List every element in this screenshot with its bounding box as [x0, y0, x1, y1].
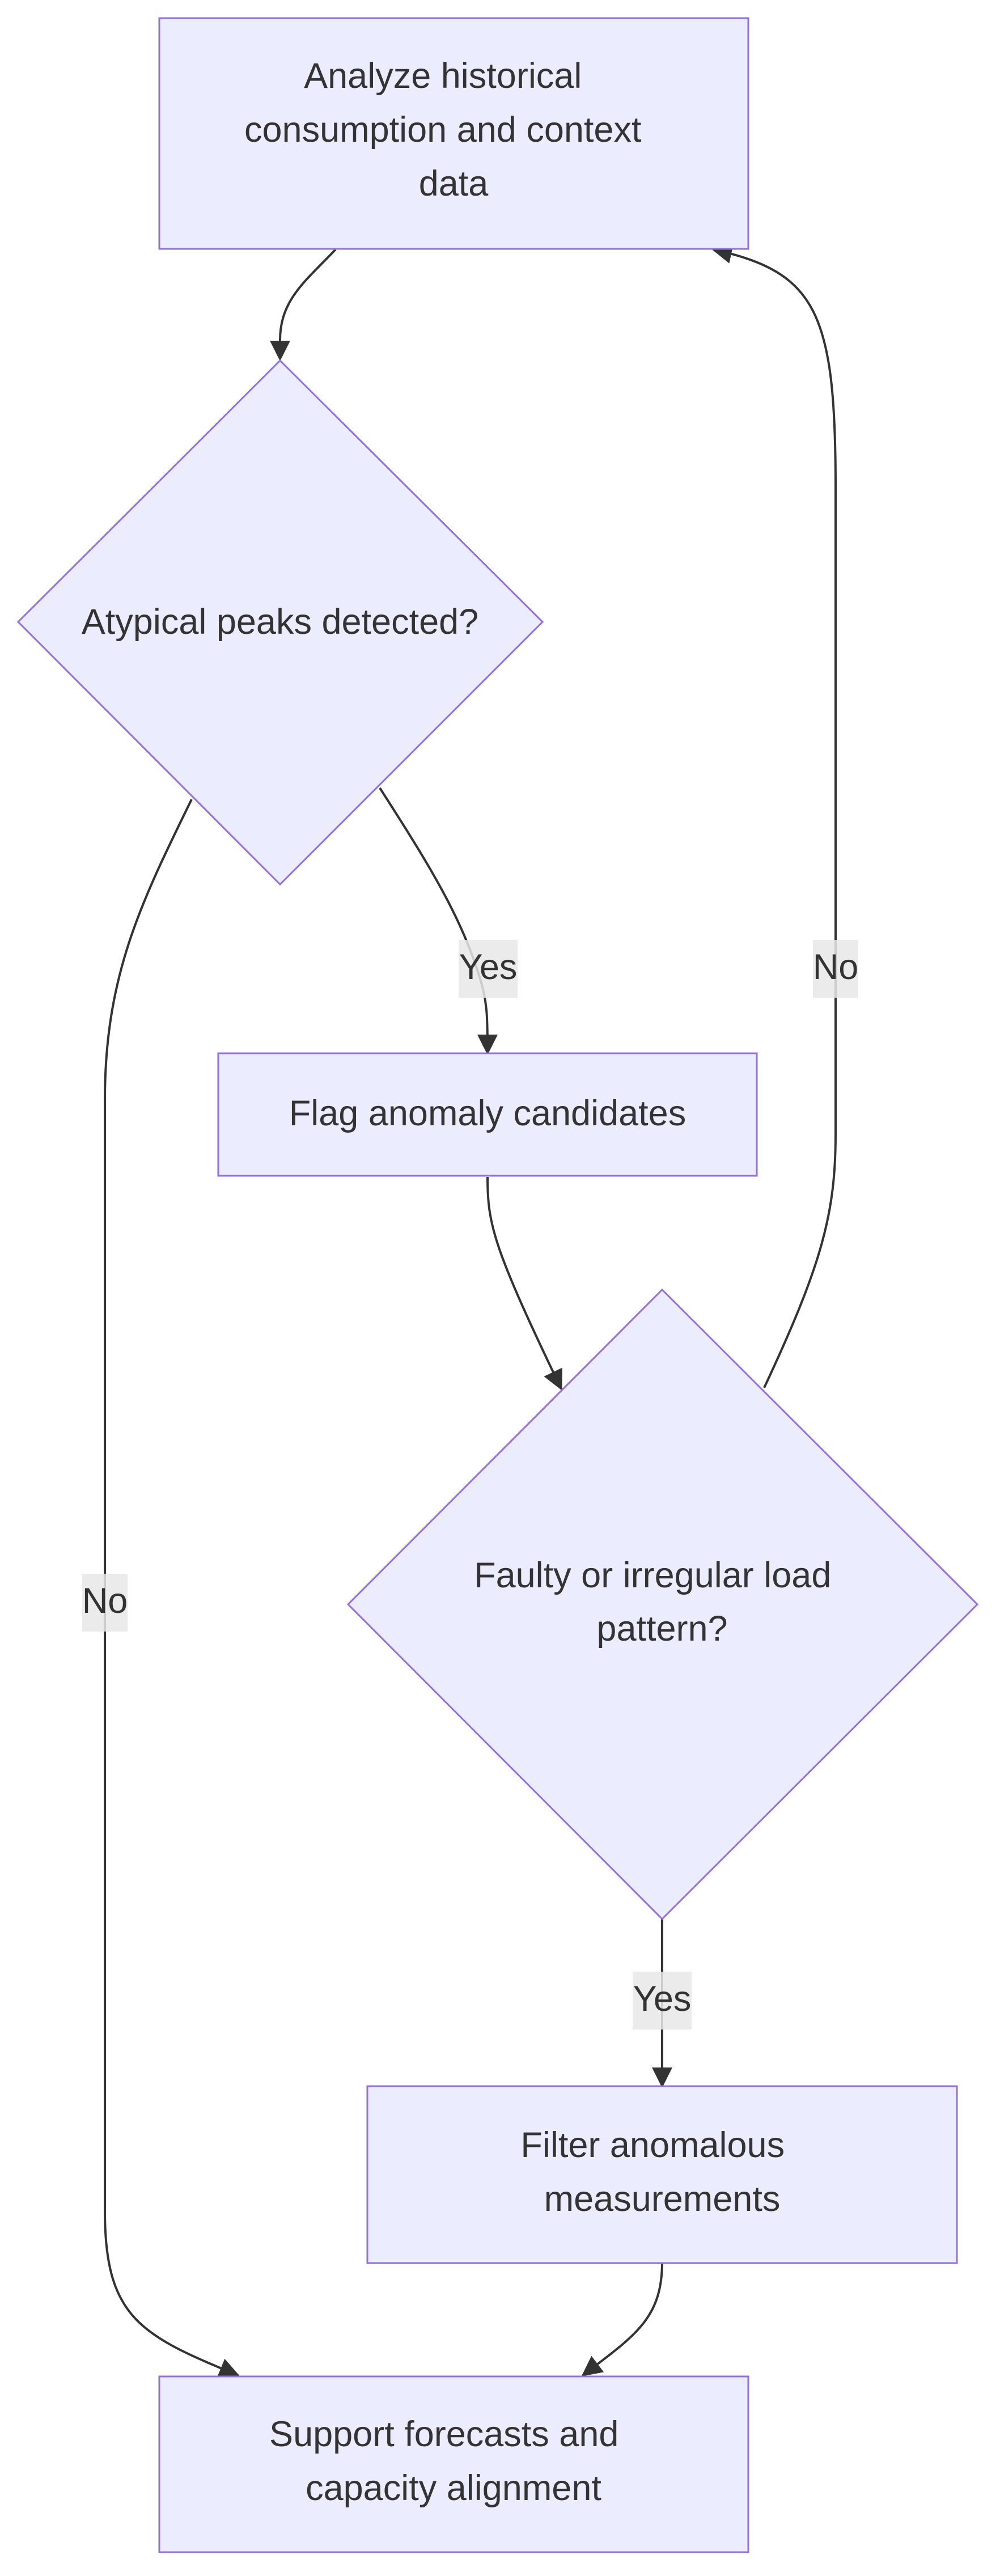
edge-peaks-to-flag	[379, 787, 498, 1055]
edge-label-peaks-yes: Yes	[459, 940, 518, 998]
edge-label-peaks-no: No	[82, 1574, 128, 1632]
edge-flag-to-faulty	[486, 1176, 562, 1391]
node-analyze-line-2: consumption and context	[244, 110, 642, 150]
edge-label-peaks-yes-text: Yes	[459, 947, 518, 987]
svg-text:Atypical peaks detected?: Atypical peaks detected?	[82, 602, 478, 642]
node-support-line-1: Support forecasts and	[269, 2414, 618, 2454]
node-analyze-line-1: Analyze historical	[304, 56, 582, 96]
edge-filter-to-support	[581, 2261, 663, 2376]
node-faulty-decision: Faulty or irregular load pattern?	[346, 1288, 979, 1921]
node-flag: Flag anomaly candidates	[217, 1052, 758, 1177]
node-filter-line-2: measurements	[544, 2179, 781, 2219]
edge-label-peaks-no-text: No	[82, 1581, 128, 1621]
svg-text:Flag anomaly candidates: Flag anomaly candidates	[289, 1094, 686, 1133]
node-filter-line-1: Filter anomalous	[520, 2125, 785, 2165]
node-support: Support forecasts and capacity alignment	[158, 2375, 749, 2553]
node-faulty-line-2: pattern?	[596, 1609, 727, 1649]
node-filter: Filter anomalous measurements	[366, 2085, 958, 2264]
node-analyze-line-3: data	[419, 164, 489, 204]
svg-text:Filter anomalous measure: Filter anomalous measurements	[520, 2125, 794, 2219]
node-peaks-line-1: Atypical peaks detected?	[82, 602, 478, 642]
edge-faulty-to-analyze	[711, 243, 837, 1388]
node-peaks-decision: Atypical peaks detected?	[16, 359, 544, 886]
svg-text:Faulty or irregular load: Faulty or irregular load pattern?	[474, 1556, 841, 1649]
edge-label-faulty-yes-text: Yes	[633, 1979, 692, 2019]
node-analyze: Analyze historical consumption and conte…	[158, 17, 749, 250]
edge-analyze-to-peaks	[270, 248, 337, 361]
svg-text:Support forecasts and ca: Support forecasts and capacity alignment	[269, 2414, 629, 2508]
node-faulty-line-1: Faulty or irregular load	[474, 1556, 831, 1595]
edge-label-faulty-no: No	[813, 940, 859, 998]
svg-text:Analyze historical consu: Analyze historical consumption and conte…	[244, 56, 651, 204]
edge-label-faulty-no-text: No	[813, 947, 859, 987]
node-flag-line-1: Flag anomaly candidates	[289, 1094, 686, 1133]
edge-label-faulty-yes: Yes	[633, 1972, 692, 2030]
edge-peaks-to-support	[104, 799, 240, 2378]
node-support-line-2: capacity alignment	[306, 2468, 601, 2508]
